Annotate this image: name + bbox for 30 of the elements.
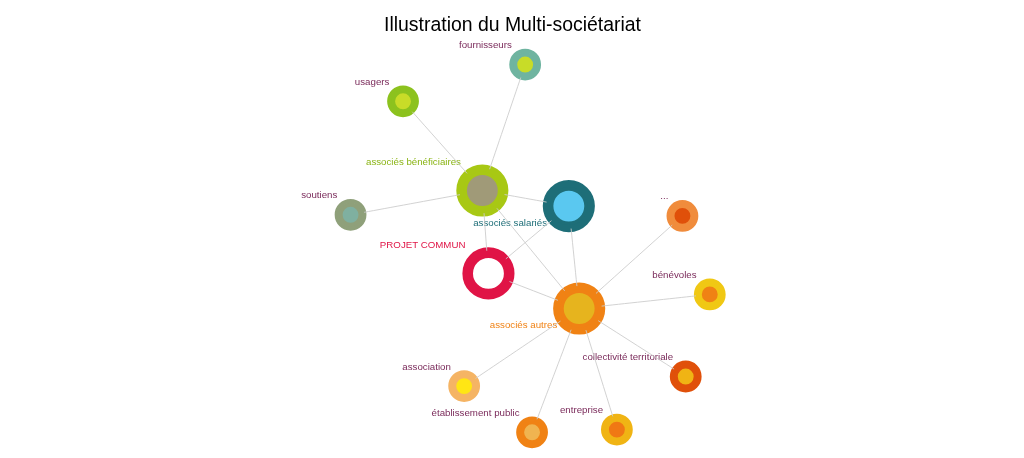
connector [508, 281, 558, 301]
node-label: ... [659, 190, 668, 202]
connector [483, 212, 487, 252]
node-label: bénévoles [651, 268, 697, 280]
node-circle [600, 413, 633, 446]
connector [504, 220, 552, 260]
connector [595, 224, 673, 294]
connector [488, 77, 521, 170]
connector [536, 329, 572, 420]
connector [411, 111, 467, 174]
node-label: soutiens [300, 189, 337, 201]
node-label: association [401, 360, 451, 372]
connector [474, 320, 561, 379]
connector [363, 194, 460, 213]
node-label: établissement public [431, 406, 519, 418]
node-label: associés autres [489, 319, 557, 331]
connector [496, 207, 565, 292]
node-label: associés bénéficiaires [365, 156, 461, 168]
connector [597, 320, 675, 370]
node-label: collectivité territoriale [582, 350, 673, 362]
node-label: entreprise [559, 404, 603, 416]
node-label: usagers [354, 75, 389, 87]
connector [570, 228, 577, 287]
connector [584, 329, 613, 417]
connector [600, 295, 696, 307]
node-label: fournisseurs [458, 39, 512, 51]
node-label: PROJET COMMUN [379, 239, 465, 251]
connector [503, 194, 547, 203]
diagram-title: Illustration du Multi-sociétariat [383, 13, 641, 36]
node-label: associés salariés [472, 216, 547, 228]
